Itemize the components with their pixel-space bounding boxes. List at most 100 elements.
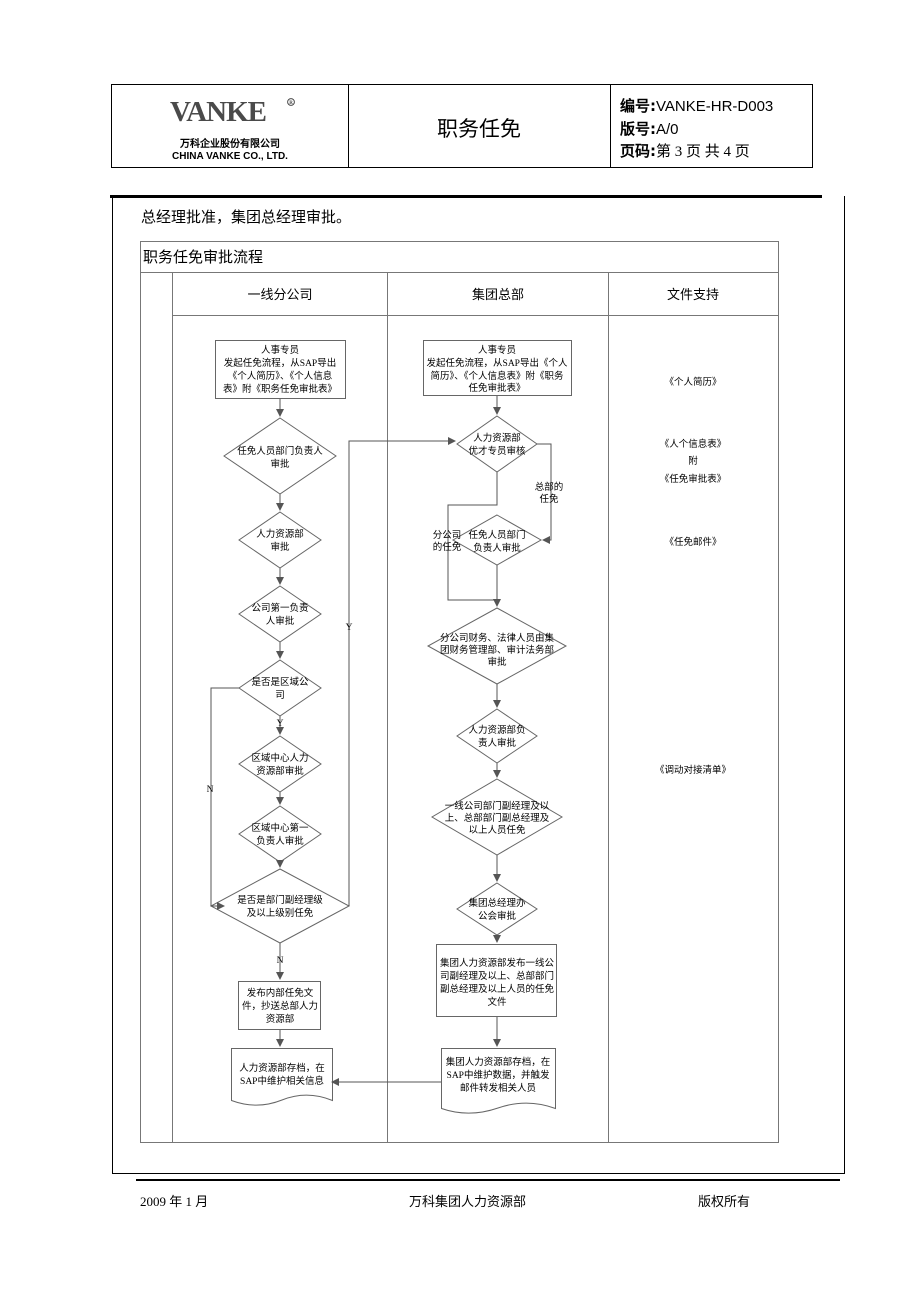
company-name-en: CHINA VANKE CO., LTD. (172, 151, 288, 162)
column-header-branch: 一线分公司 (247, 287, 312, 302)
column-header-docs: 文件支持 (667, 287, 719, 302)
left-decision-is-manager (209, 868, 351, 944)
center-publish-line1: 集团人力资源部发布一线公 (440, 957, 555, 969)
center-decision-talent (456, 415, 538, 473)
left-decision-region-hr (238, 735, 322, 793)
left-publish-line1: 发布内部任免文 (247, 987, 314, 999)
left-d2-line2: 审批 (270, 541, 290, 553)
center-initiate-line3: 简历》、《个人信息表》附《职务 (430, 370, 564, 382)
center-d6-line1: 集团总经理办 (468, 897, 526, 909)
header-table: VANKE R 万科企业股份有限公司 CHINA VANKE CO., LTD.… (111, 84, 813, 168)
doc-approval-form: 《任免审批表》 (660, 473, 727, 485)
center-d3-line1: 分公司财务、法律人员由集 (440, 632, 555, 644)
doc-resume: 《个人简历》 (664, 376, 721, 388)
label-n-regional: N (207, 785, 214, 795)
label-branch-appoint-2: 的任免 (433, 541, 462, 553)
center-initiate-line2: 发起任免流程，从SAP导出《个人 (427, 357, 568, 369)
left-decision-is-regional (238, 659, 322, 717)
center-decision-hr-head (456, 708, 538, 764)
left-decision-first-head (238, 585, 322, 643)
doc-attached: 附 (688, 455, 698, 467)
left-node-publish (238, 981, 321, 1030)
label-n-manager: N (277, 956, 284, 966)
center-archive-line2: SAP中维护数据，并触发 (447, 1069, 550, 1081)
center-publish-line2: 司副经理及以上、总部部门 (440, 970, 554, 982)
company-name-cn: 万科企业股份有限公司 (180, 139, 280, 150)
meta-cell: 编号:VANKE-HR-D003 版号:A/0 页码:第 3 页 共 4 页 (610, 85, 812, 167)
left-d1-line2: 审批 (270, 458, 290, 470)
left-archive-line1: 人力资源部存档，在 (239, 1062, 325, 1074)
left-initiate-line4: 表》附《职务任免审批表》 (223, 383, 337, 395)
left-publish-line2: 件，抄送总部人力 (242, 1000, 318, 1012)
doc-version: 版号:A/0 (620, 120, 679, 138)
center-d5-line2: 上、总部部门副总经理及 (445, 812, 550, 824)
footer-date: 2009 年 1 月 (140, 1194, 209, 1209)
footer-rule (136, 1179, 840, 1181)
title-cell: 职务任免 (348, 85, 611, 167)
label-branch-appoint-1: 分公司 (433, 530, 462, 541)
center-d5-line3: 以上人员任免 (468, 824, 526, 836)
center-publish-line3: 副总经理及以上人员的任免 (440, 983, 555, 995)
left-d5-line1: 区域中心人力 (251, 752, 308, 764)
center-d5-line1: 一线公司部门副经理及以 (445, 800, 550, 812)
left-d5-line2: 资源部审批 (256, 765, 304, 777)
doc-personal-info: 《人个信息表》 (660, 438, 727, 450)
center-d2-line1: 任免人员部门 (468, 529, 525, 541)
center-decision-gm-office (456, 882, 538, 936)
left-node-initiate (215, 340, 346, 399)
left-d4-line1: 是否是区域公 (251, 676, 309, 688)
footer-department: 万科集团人力资源部 (409, 1194, 527, 1209)
center-initiate-line1: 人事专员 (478, 344, 516, 356)
left-d1-line1: 任免人员部门负责人 (237, 445, 323, 457)
center-d6-line2: 公会审批 (478, 910, 517, 922)
doc-code: 编号:VANKE-HR-D003 (620, 97, 774, 115)
left-d7-line2: 及以上级别任免 (247, 907, 314, 919)
left-d6-line2: 负责人审批 (256, 835, 304, 847)
document-title: 职务任免 (437, 117, 521, 141)
left-d6-line1: 区域中心第一 (251, 822, 309, 834)
left-decision-hr (238, 511, 322, 569)
label-hq-appoint-1: 总部的 (535, 481, 564, 493)
left-decision-region-head (238, 805, 322, 863)
svg-text:R: R (289, 101, 293, 106)
svg-text:VANKE: VANKE (170, 97, 266, 127)
lead-text: 总经理批准，集团总经理审批。 (141, 208, 352, 226)
doc-transfer-checklist: 《调动对接清单》 (655, 764, 731, 776)
center-publish-line4: 文件 (487, 996, 507, 1008)
center-d3-line2: 团财务管理部、审计法务部 (440, 644, 554, 656)
center-initiate-line4: 任免审批表》 (468, 382, 525, 394)
label-y-regional: Y (277, 719, 284, 729)
center-node-publish (436, 944, 557, 1017)
left-initiate-line3: 《个人简历》、《个人信息 (228, 370, 333, 382)
center-d2-line2: 负责人审批 (473, 542, 521, 554)
footer-rights: 版权所有 (698, 1194, 751, 1209)
center-d4-line2: 责人审批 (478, 737, 517, 749)
left-initiate-line2: 发起任免流程，从SAP导出 (224, 357, 336, 369)
logo-cell: VANKE R 万科企业股份有限公司 CHINA VANKE CO., LTD. (112, 85, 349, 167)
center-d1-line1: 人力资源部 (473, 432, 521, 444)
label-y-to-hq: Y (346, 623, 353, 633)
center-document-archive (441, 1048, 556, 1114)
center-archive-line3: 邮件转发相关人员 (460, 1082, 536, 1094)
column-header-hq: 集团总部 (472, 287, 524, 302)
left-d2-line1: 人力资源部 (256, 528, 304, 540)
left-publish-line3: 资源部 (266, 1013, 295, 1025)
vanke-logo: VANKE R (170, 97, 295, 127)
content-frame (112, 196, 845, 1174)
left-d4-line2: 司 (275, 690, 285, 701)
left-d3-line1: 公司第一负责 (251, 602, 308, 614)
top-rule (110, 195, 822, 198)
center-d3-line3: 审批 (487, 656, 507, 668)
left-document-archive (231, 1048, 333, 1106)
center-archive-line1: 集团人力资源部存档，在 (446, 1056, 551, 1068)
doc-page: 页码:第 3 页 共 4 页 (620, 142, 750, 160)
process-table (140, 241, 779, 1143)
table-title: 职务任免审批流程 (143, 249, 263, 266)
doc-appointment-email: 《任免邮件》 (664, 536, 721, 548)
left-d7-line1: 是否是部门副经理级 (237, 894, 323, 906)
center-node-initiate (423, 340, 572, 396)
center-d4-line1: 人力资源部负 (468, 724, 525, 736)
center-d1-line2: 优才专员审核 (468, 445, 526, 457)
left-archive-line2: SAP中维护相关信息 (240, 1075, 324, 1087)
